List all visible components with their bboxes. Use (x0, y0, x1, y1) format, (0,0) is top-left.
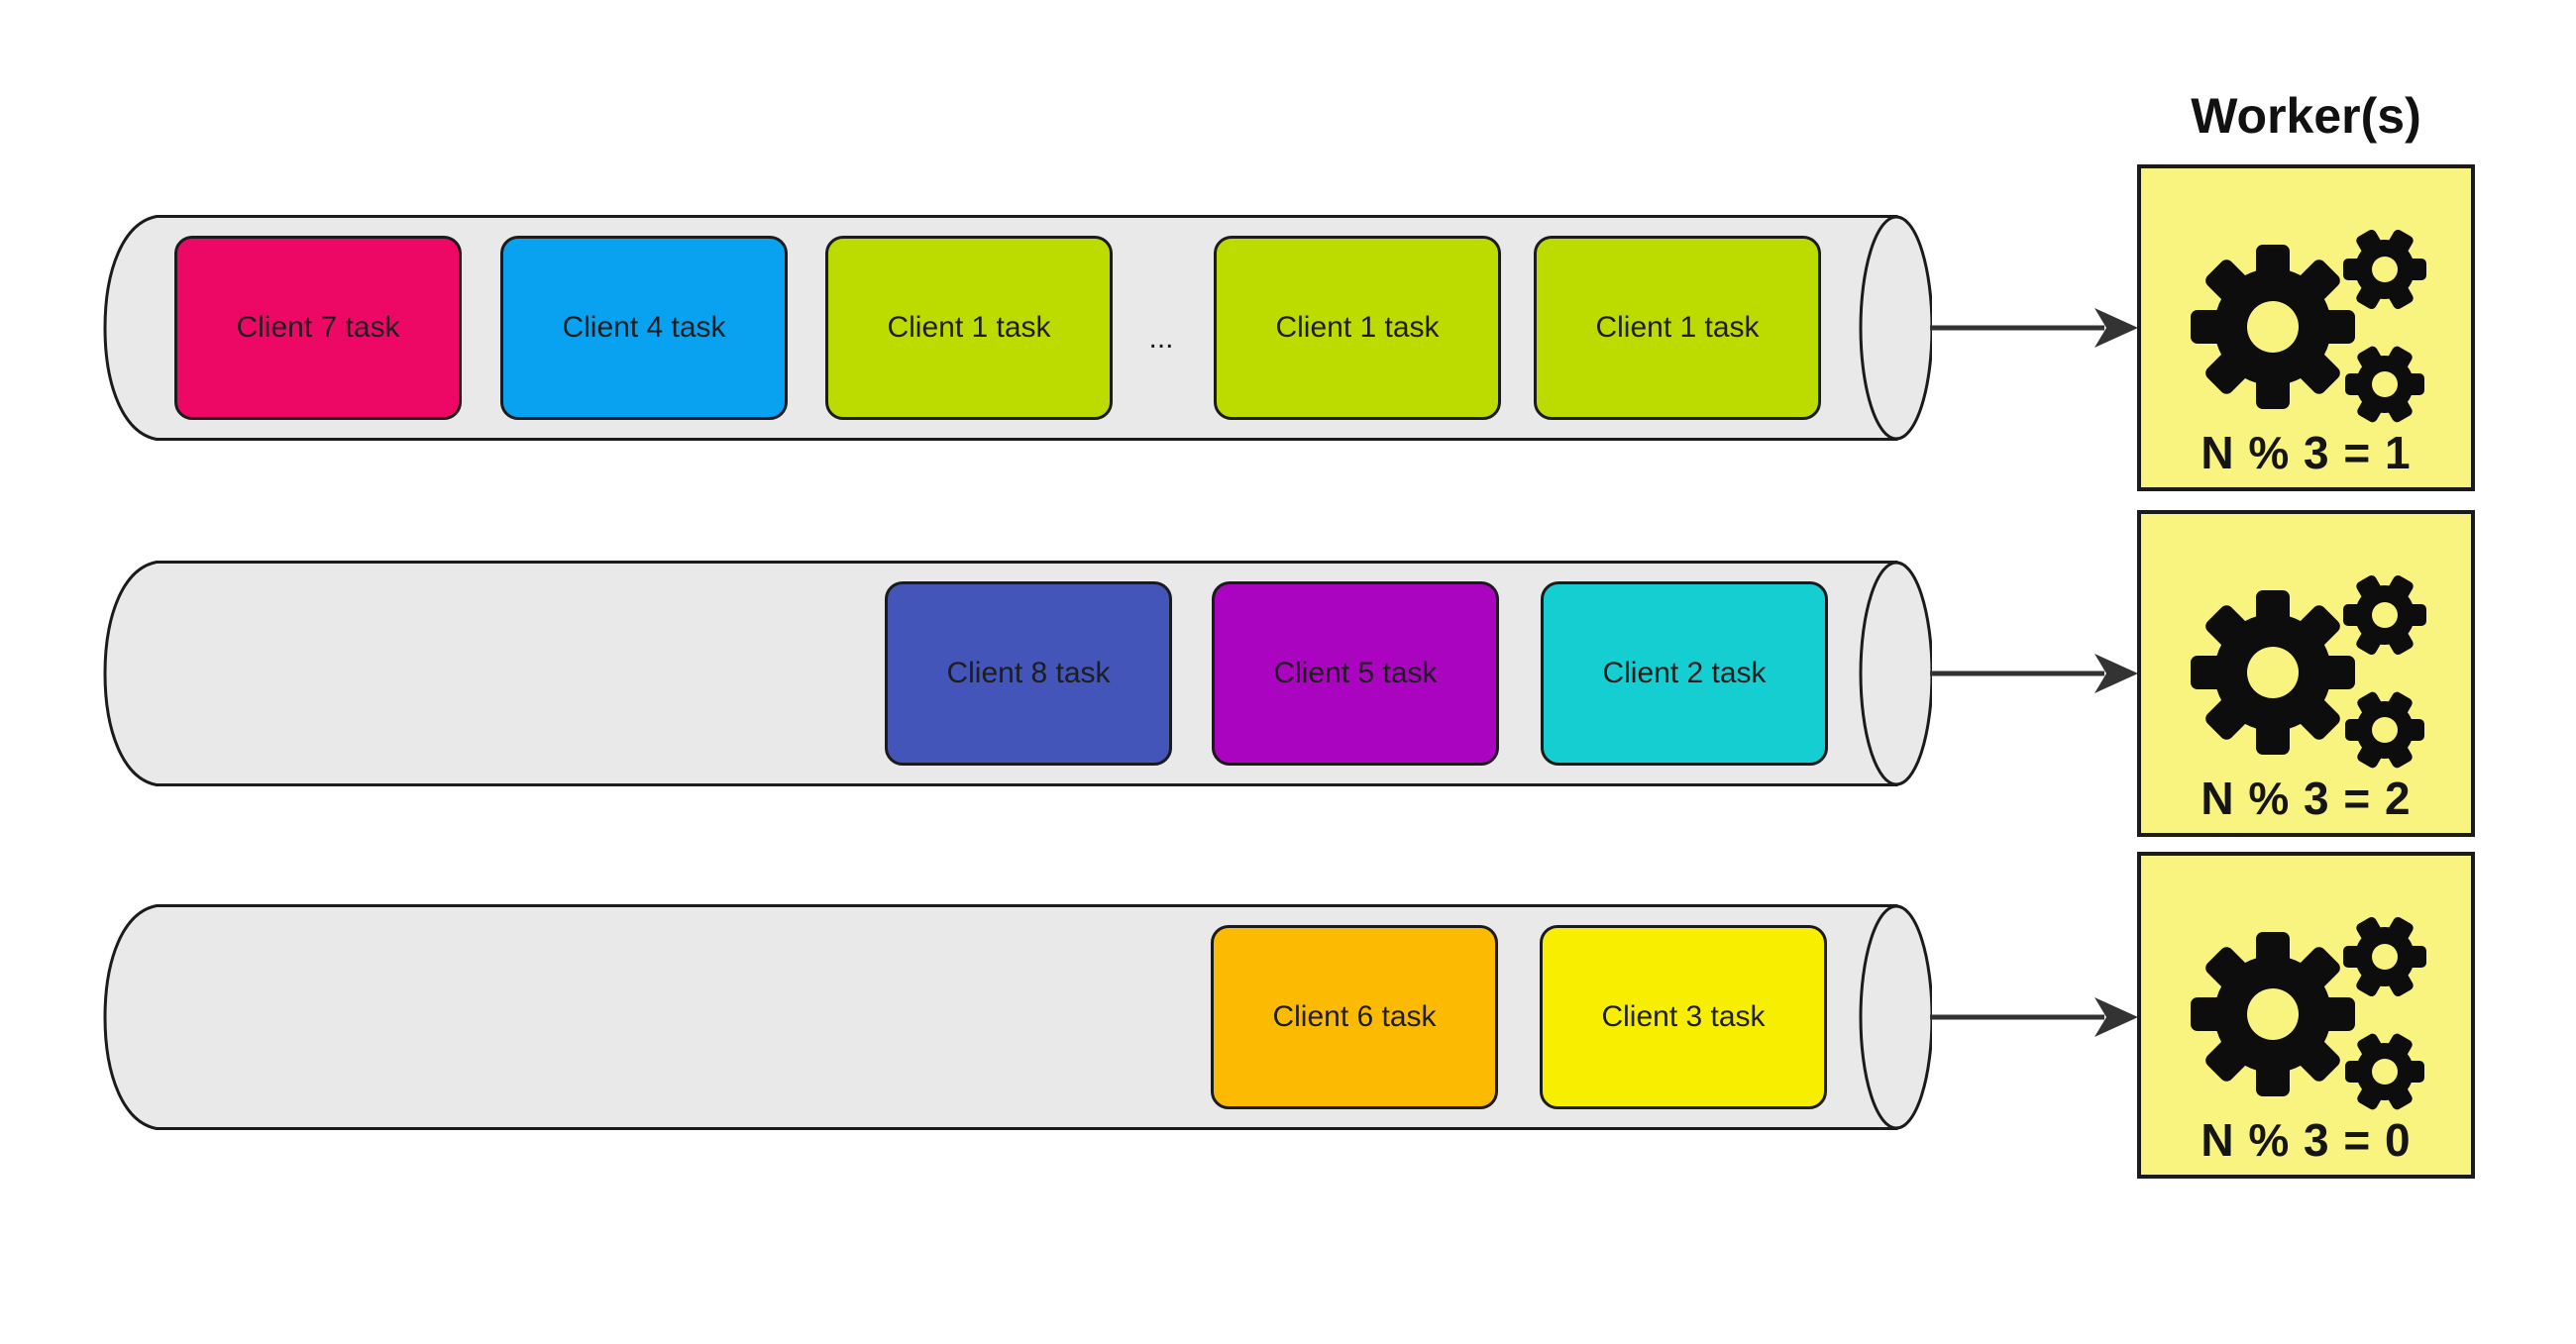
gears-icon (2191, 574, 2426, 769)
gears-icon (2191, 229, 2426, 423)
task-label: Client 1 task (887, 311, 1051, 344)
task-card-client1a: Client 1 task (825, 236, 1113, 420)
worker-modulo-label: N % 3 = 0 (2200, 1114, 2412, 1166)
arrow-queue3-to-worker3 (1930, 997, 2138, 1037)
arrow-queue1-to-worker1 (1930, 308, 2138, 348)
task-label: Client 7 task (236, 311, 400, 344)
task-label: Client 1 task (1275, 311, 1440, 344)
task-label: Client 1 task (1595, 311, 1760, 344)
queue-cylinder-1: Client 7 task Client 4 task Client 1 tas… (99, 214, 1932, 442)
worker-modulo-label: N % 3 = 1 (2200, 427, 2412, 478)
workers-title: Worker(s) (2191, 88, 2421, 144)
task-card-client4: Client 4 task (500, 236, 788, 420)
task-label: Client 4 task (562, 311, 726, 344)
cylinder-cap (1859, 561, 1932, 786)
worker-box-2: N % 3 = 2 (2137, 510, 2475, 837)
cylinder-cap (1859, 215, 1932, 441)
task-card-client2: Client 2 task (1541, 581, 1828, 766)
task-card-client6: Client 6 task (1211, 925, 1498, 1109)
task-card-client7: Client 7 task (174, 236, 462, 420)
worker-modulo-label: N % 3 = 2 (2200, 773, 2412, 824)
task-label: Client 8 task (946, 657, 1111, 689)
task-label: Client 5 task (1273, 657, 1438, 689)
task-label: Client 3 task (1601, 1000, 1766, 1033)
cylinder-cap (1859, 904, 1932, 1130)
worker-box-1: N % 3 = 1 (2137, 164, 2475, 491)
task-card-client8: Client 8 task (885, 581, 1172, 766)
task-card-client3: Client 3 task (1540, 925, 1827, 1109)
queue-cylinder-3: Client 6 task Client 3 task (99, 903, 1932, 1131)
task-card-client1b: Client 1 task (1214, 236, 1501, 420)
queue-ellipsis: ... (1148, 322, 1174, 355)
task-label: Client 6 task (1272, 1000, 1437, 1033)
worker-box-3: N % 3 = 0 (2137, 852, 2475, 1179)
task-card-client1c: Client 1 task (1534, 236, 1821, 420)
task-label: Client 2 task (1602, 657, 1767, 689)
task-card-client5: Client 5 task (1212, 581, 1499, 766)
queue-cylinder-2: Client 8 task Client 5 task Client 2 tas… (99, 560, 1932, 787)
arrow-queue2-to-worker2 (1930, 654, 2138, 693)
gears-icon (2191, 916, 2426, 1110)
